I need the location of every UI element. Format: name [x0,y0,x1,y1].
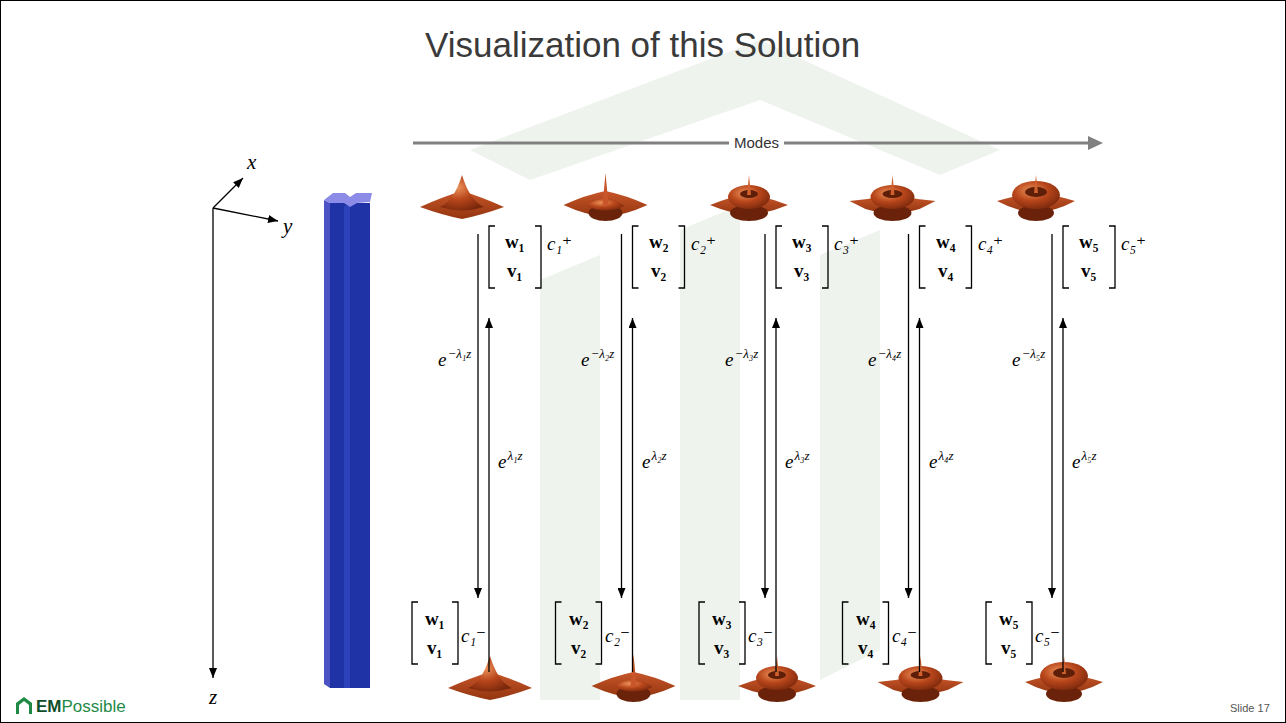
mode-coefficient: c₂⁻ [605,625,630,647]
matrix-entry: w₄ [856,608,875,630]
exp-power: λ₃z [794,449,809,464]
matrix-entry: w₅ [1079,231,1098,253]
exp-base: e [1072,451,1080,473]
matrix-entry: v₄ [858,637,873,659]
slide-title: Visualization of this Solution [425,25,860,65]
matrix-entry: v₃ [714,637,729,659]
mode-coefficient: c₁⁺ [547,233,572,255]
exp-base: e [498,451,506,473]
mode-profile [878,656,964,702]
matrix-entry: w₂ [649,231,668,253]
propagation-factor: e−λ₂z [581,349,614,371]
exp-power: −λ₅z [1021,347,1045,362]
matrix-entry: v₂ [571,637,586,659]
watermark [470,40,1000,700]
mode-coefficient: c₄⁻ [892,625,917,647]
matrix-entry: w₃ [712,608,731,630]
exp-base: e [581,349,589,371]
exp-base: e [438,349,446,371]
propagation-factor: eλ₄z [929,451,954,473]
matrix-entry: w₃ [792,231,811,253]
mode-profile [1025,656,1103,702]
exp-base: e [1012,349,1020,371]
matrix-entry: w₁ [425,608,444,630]
matrix-entry: w₂ [569,608,588,630]
propagation-factor: e−λ₄z [868,349,901,371]
matrix-entry: v₄ [938,260,953,282]
mode-profile [997,175,1075,221]
matrix-entry: v₁ [427,637,442,659]
mode-coefficient: c₁⁻ [461,625,486,647]
exp-base: e [725,349,733,371]
exp-power: −λ₂z [590,347,614,362]
exp-base: e [868,349,876,371]
propagation-factor: e−λ₁z [438,349,471,371]
exp-power: −λ₁z [447,347,471,362]
mode-profile [850,175,936,221]
mode-coefficient: c₄⁺ [978,233,1003,255]
slide-number: Slide 17 [1230,702,1270,715]
exp-base: e [642,451,650,473]
exp-power: λ₅z [1081,449,1096,464]
matrix-entry: v₅ [1081,260,1096,282]
matrix-entry: v₃ [794,260,809,282]
propagation-factor: eλ₂z [642,451,667,473]
mode-profiles-top [420,173,1075,221]
logo-word: Possible [62,697,126,717]
logo-text: EMPossible [36,697,126,717]
matrix-entry: v₅ [1001,637,1016,659]
propagation-factor: eλ₅z [1072,451,1097,473]
axis-label: z [209,685,217,709]
axis-label: x [247,150,256,174]
axis-caption: Modes [729,134,784,151]
propagation-arrows [478,234,1063,672]
mode-profile [564,173,648,221]
exp-power: −λ₃z [734,347,758,362]
exp-power: λ₄z [938,449,953,464]
matrix-entry: v₁ [507,260,522,282]
modes-arrowhead [1088,136,1103,150]
propagation-factor: e−λ₅z [1012,349,1045,371]
axes [213,178,278,678]
propagation-factor: eλ₃z [785,451,810,473]
matrix-entry: w₁ [505,231,524,253]
mode-coefficient: c₂⁺ [691,233,716,255]
axis-label: y [283,214,292,238]
matrix-entry: w₄ [936,231,955,253]
exp-power: λ₂z [651,449,666,464]
waveguide [324,193,372,688]
mode-profile [738,656,816,702]
mode-coefficient: c₅⁻ [1035,625,1060,647]
matrix-brackets [412,226,1115,664]
exp-base: e [929,451,937,473]
mode-profile [710,175,788,221]
matrix-entry: w₅ [999,608,1018,630]
mode-coefficient: c₃⁻ [748,625,773,647]
mode-coefficient: c₅⁺ [1121,233,1146,255]
mode-profile [448,656,532,700]
propagation-factor: eλ₁z [498,451,523,473]
propagation-factor: e−λ₃z [725,349,758,371]
logo-word: EM [36,697,62,717]
matrix-entry: v₂ [651,260,666,282]
exp-power: λ₁z [507,449,522,464]
mode-coefficient: c₃⁺ [834,233,859,255]
mode-profile [420,175,504,219]
logo-icon [16,697,32,714]
exp-power: −λ₄z [877,347,901,362]
mode-profile [592,654,676,702]
exp-base: e [785,451,793,473]
